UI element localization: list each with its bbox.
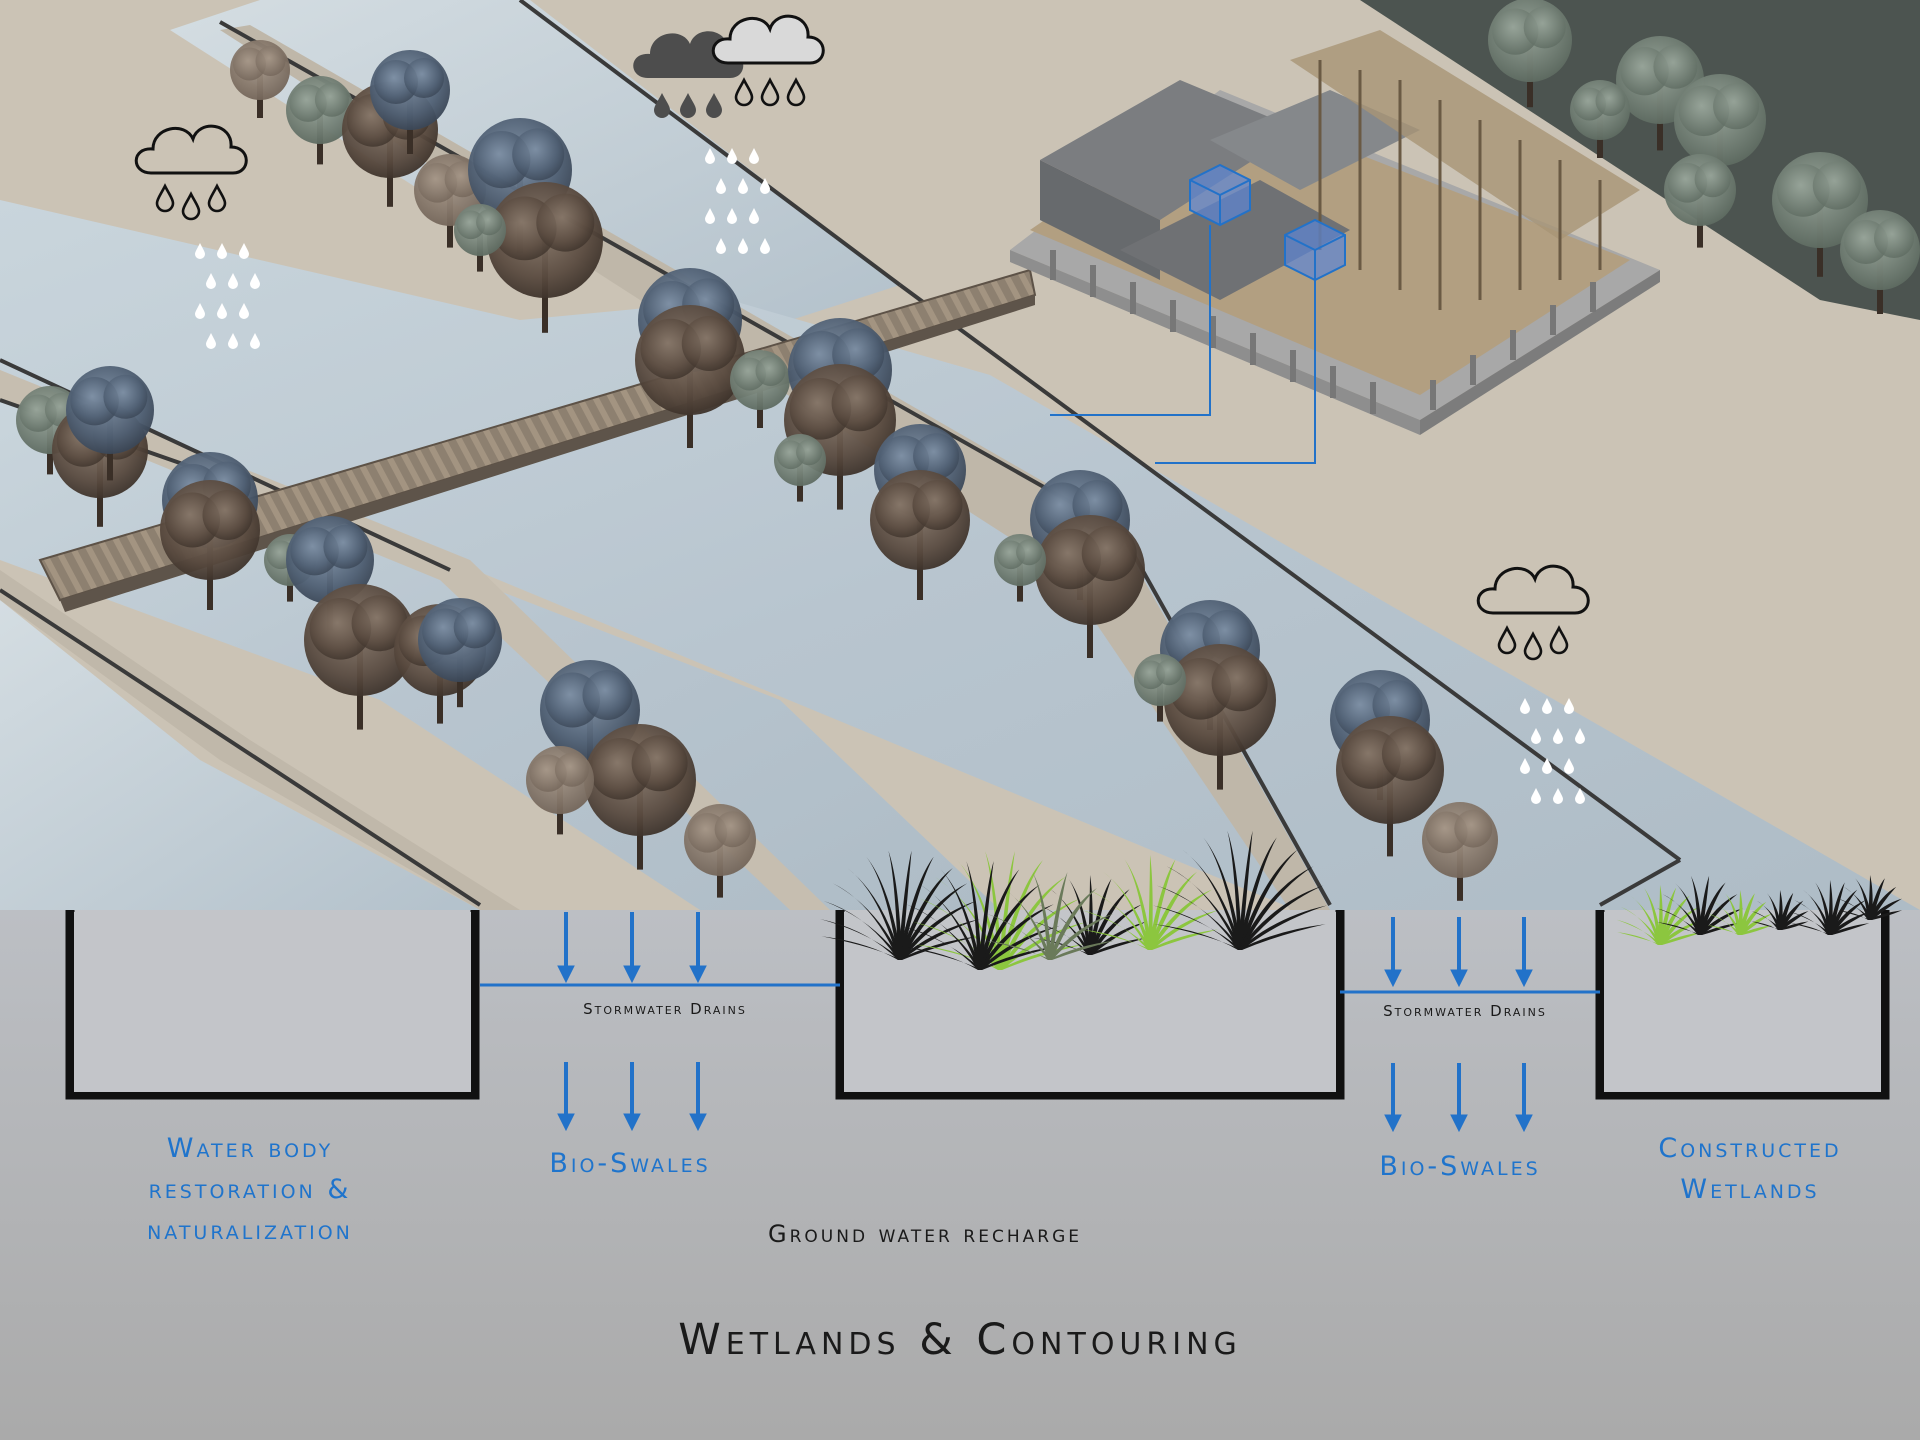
tree: [635, 305, 745, 448]
tree: [870, 470, 970, 600]
tree: [1840, 210, 1920, 314]
stormwater-drains-label-left: Stormwater Drains: [583, 1000, 747, 1018]
forest-area: [1360, 0, 1920, 320]
water-channel-lower: [0, 600, 480, 910]
tree: [1336, 716, 1444, 857]
tree: [1035, 515, 1145, 658]
ground-water-recharge-label: Ground water recharge: [768, 1220, 1082, 1248]
tree: [1772, 152, 1868, 277]
bio-swales-label-left: Bio-Swales: [549, 1148, 711, 1179]
tree: [370, 50, 450, 154]
tree: [730, 350, 790, 428]
water-channel-main: [0, 200, 1920, 920]
bio-swales-label-right: Bio-Swales: [1379, 1151, 1541, 1182]
tree: [584, 724, 696, 870]
tree: [160, 480, 260, 610]
tree-group: [16, 0, 1920, 901]
tree: [526, 746, 594, 835]
tree: [418, 598, 502, 708]
tree: [1134, 654, 1186, 722]
tree: [1570, 80, 1630, 158]
tree: [230, 40, 290, 118]
water-body-label: Water body restoration & naturalization: [147, 1133, 353, 1246]
tree: [1422, 802, 1498, 901]
page-title: Wetlands & Contouring: [678, 1315, 1242, 1365]
wetland-grass: [820, 830, 1903, 970]
downward-arrow-icon: [557, 912, 1533, 1133]
constructed-wetlands-label: Constructed Wetlands: [1658, 1133, 1842, 1205]
tree: [1164, 644, 1276, 790]
water-tank-cube-icon: [1050, 163, 1346, 464]
tree: [304, 584, 416, 730]
tree: [454, 204, 506, 272]
stormwater-drain-lines: [480, 983, 1600, 994]
tree: [994, 534, 1046, 602]
tree: [684, 804, 756, 898]
rain-cloud-icon: [711, 14, 825, 107]
stormwater-drains-label-right: Stormwater Drains: [1383, 1002, 1547, 1020]
tree: [1674, 74, 1766, 194]
tree: [66, 366, 154, 481]
tree: [487, 182, 603, 333]
tree: [1488, 0, 1572, 108]
tree: [774, 434, 826, 502]
tree: [1664, 154, 1736, 248]
rain-drops: [195, 148, 1585, 804]
tree: [286, 76, 354, 165]
